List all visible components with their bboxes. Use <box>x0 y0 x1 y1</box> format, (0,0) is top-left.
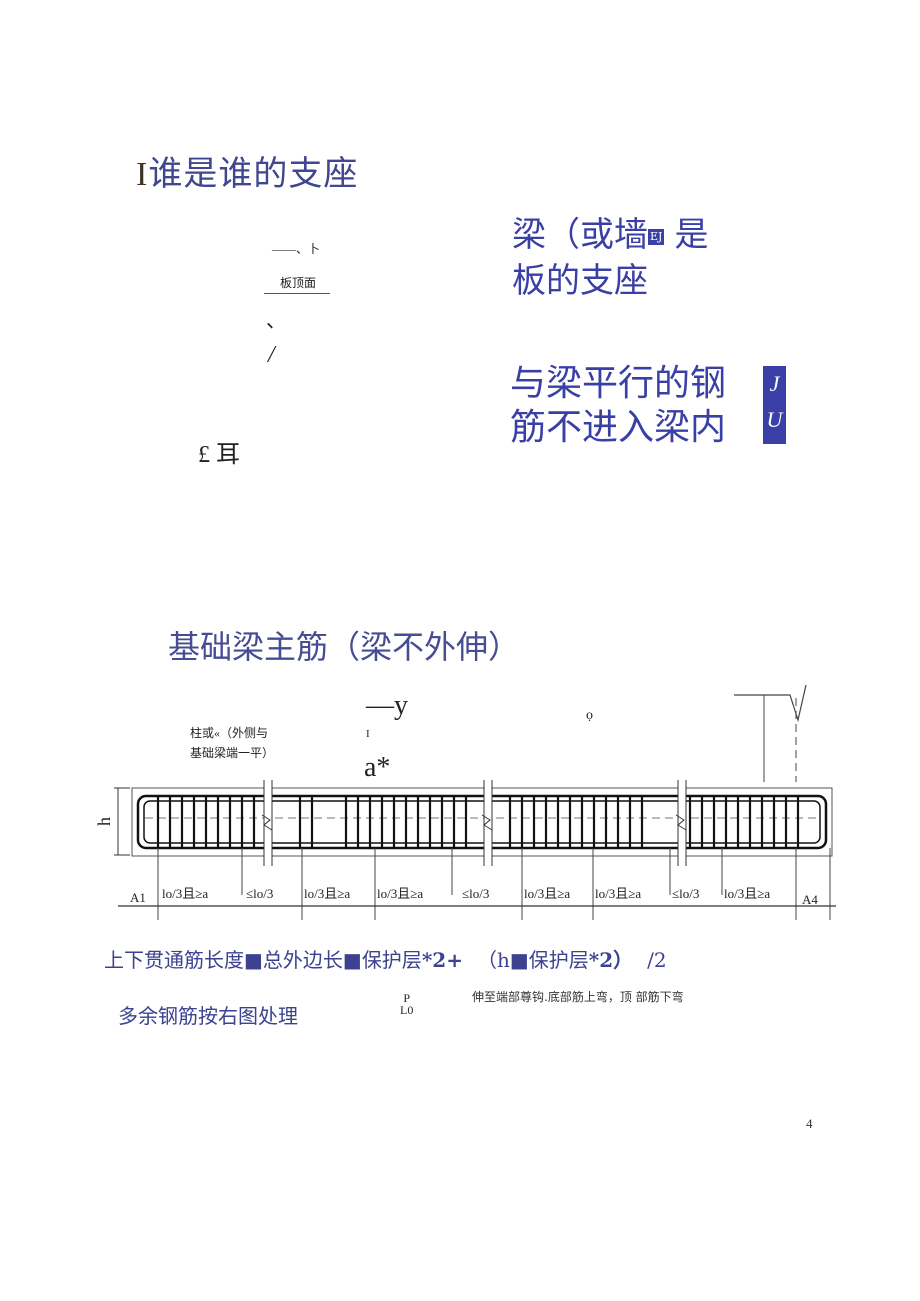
dim-6: lo/3且≥a <box>524 886 570 901</box>
dim-a4: A4 <box>802 892 818 907</box>
formula-part3: 保护层 <box>361 948 422 972</box>
extra-bars-note: 多余钢筋按右图处理 <box>118 1004 298 1028</box>
formula-part1: 上下贯通筋长度 <box>104 948 244 972</box>
side-box-bottom: U <box>766 407 783 432</box>
section2-title: 基础梁主筋（梁不外伸） <box>168 628 521 666</box>
dim-9: lo/3且≥a <box>724 886 770 901</box>
dim-8: ≤lo/3 <box>672 886 699 901</box>
statement1-line2: 板的支座 <box>512 261 648 301</box>
column-note-line2: 基础梁端一平） <box>190 746 275 760</box>
svg-text:h: h <box>94 817 114 826</box>
formula-part5: （h <box>476 948 510 972</box>
formula-part6: 保护层 <box>528 948 589 972</box>
mark-y: —y <box>366 690 408 721</box>
column-note: 柱或«（外侧与 基础梁端一平） <box>190 723 274 763</box>
operator-square-icon: ■ <box>509 948 529 972</box>
mark-hook: ọ <box>586 708 593 723</box>
dim-7: lo/3且≥a <box>595 886 641 901</box>
statement1-text-b: 是 <box>674 215 709 255</box>
mark-i: I <box>366 728 370 740</box>
statement2-line1: 与梁平行的钢 <box>510 363 727 404</box>
operator-square-icon: ■ <box>244 948 263 972</box>
column-note-line1: 柱或«（外侧与 <box>190 726 269 740</box>
diagram-bottom-marks: £ 耳 <box>198 442 240 468</box>
statement1-badge: EJ <box>648 229 665 245</box>
slab-top-line <box>264 293 330 294</box>
formula-part7: *2） <box>588 948 634 972</box>
dim-3: lo/3且≥a <box>304 886 350 901</box>
section1-title: I谁是谁的支座 <box>136 146 358 195</box>
statement-parallel-bars: 与梁平行的钢 筋不进入梁内 <box>510 362 726 450</box>
diagram-slash-mark: / <box>268 342 275 368</box>
section1-title-text: 谁是谁的支座 <box>148 154 359 194</box>
statement1-text-a: 梁（或墙 <box>512 215 648 255</box>
end-hook-note: 伸至端部尊钩.底部筋上弯，顶 部筋下弯 <box>472 990 684 1004</box>
dim-4: lo/3且≥a <box>377 886 423 901</box>
mark-p: P <box>403 991 411 1005</box>
dim-2: ≤lo/3 <box>246 886 273 901</box>
diagram-top-mark: ——、卜 <box>272 242 321 256</box>
formula-part8: /2 <box>647 948 667 972</box>
through-bar-length-formula: 上下贯通筋长度■总外边长■保护层*2+（h■保护层*2）/2 <box>104 944 667 973</box>
slab-top-label: 板顶面 <box>280 276 317 290</box>
formula-part4: *2+ <box>421 948 463 972</box>
foundation-beam-diagram: h A1 lo/3且≥a ≤lo/3 lo/3且≥a lo/3且≥a ≤lo/3… <box>94 684 836 920</box>
title-marker: I <box>136 156 149 193</box>
side-box-top: J <box>769 371 780 396</box>
statement2-line2: 筋不进入梁内 <box>510 407 727 448</box>
dim-5: ≤lo/3 <box>462 886 489 901</box>
mark-p-lo: P L0 <box>400 992 413 1016</box>
page-number: 4 <box>806 1116 813 1131</box>
formula-part2: 总外边长 <box>262 948 343 972</box>
dim-1: lo/3且≥a <box>162 886 208 901</box>
dim-a1: A1 <box>130 890 146 905</box>
mark-lo: L0 <box>400 1003 414 1017</box>
diagram-tick-mark: 、 <box>266 310 286 332</box>
operator-square-icon: ■ <box>342 948 362 972</box>
mark-a: a* <box>364 752 391 783</box>
side-box: J U <box>763 366 786 444</box>
